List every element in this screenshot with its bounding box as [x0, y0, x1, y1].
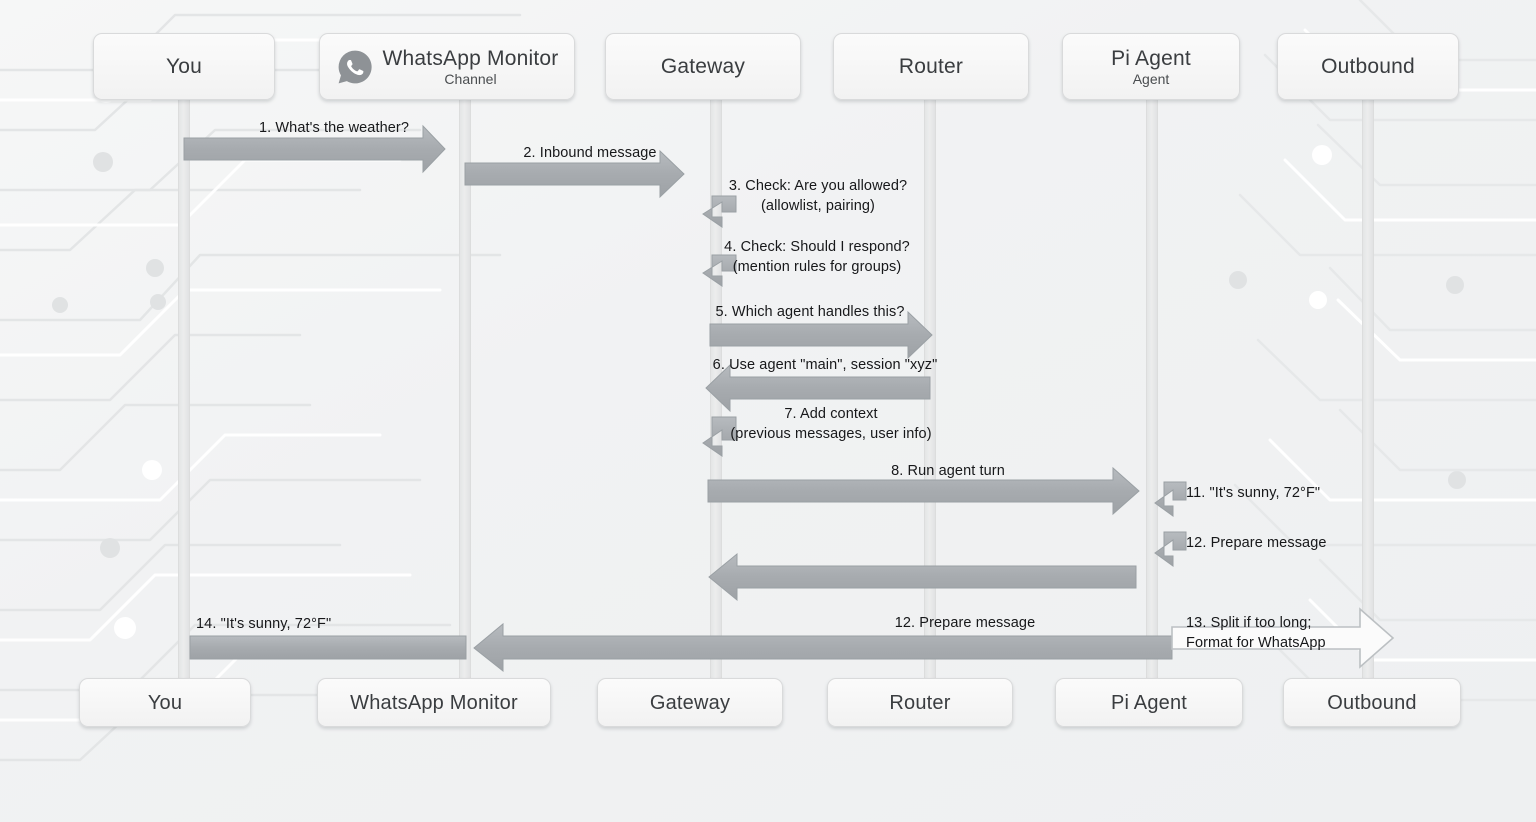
participant-you-label: You — [165, 54, 203, 78]
lifeline-outbound — [1362, 100, 1374, 680]
participant-pi-agent-sublabel: Agent — [1132, 70, 1170, 87]
lifeline-monitor — [459, 100, 471, 680]
footer-participant-router[interactable]: Router — [827, 678, 1013, 727]
lifeline-you — [178, 100, 190, 680]
participant-gateway-label: Gateway — [660, 54, 746, 78]
msg-label-6: 6. Use agent "main", session "xyz" — [712, 357, 938, 373]
arrow-msg-12b — [473, 622, 1173, 673]
participant-router[interactable]: Router — [833, 33, 1029, 100]
arrow-msg-5 — [709, 310, 933, 360]
participant-pi-agent[interactable]: Pi Agent Agent — [1062, 33, 1240, 100]
footer-participant-pi-agent-label: Pi Agent — [1110, 691, 1188, 714]
footer-participant-router-label: Router — [889, 691, 951, 714]
arrow-msg-2 — [464, 149, 685, 199]
footer-participant-pi-agent[interactable]: Pi Agent — [1055, 678, 1243, 727]
msg-label-1: 1. What's the weather? — [258, 120, 410, 136]
msg-label-7: 7. Add context (previous messages, user … — [730, 406, 932, 442]
msg-label-8: 8. Run agent turn — [891, 463, 1005, 479]
arrow-msg-13-hollow — [1171, 607, 1395, 669]
participant-outbound[interactable]: Outbound — [1277, 33, 1459, 100]
footer-participant-whatsapp-monitor-label: WhatsApp Monitor — [350, 691, 518, 714]
participant-gateway[interactable]: Gateway — [605, 33, 801, 100]
arrow-msg-12-self — [1154, 531, 1187, 567]
participant-outbound-label: Outbound — [1321, 54, 1415, 78]
arrow-msg-return-piagent-gateway — [708, 552, 1137, 602]
participant-whatsapp-monitor-label: WhatsApp Monitor — [382, 46, 559, 70]
arrow-msg-7-self — [702, 416, 737, 457]
participant-pi-agent-label: Pi Agent — [1111, 46, 1191, 70]
msg-label-4: 4. Check: Should I respond? (mention rul… — [724, 239, 910, 275]
msg-label-14: 14. "It's sunny, 72°F" — [196, 616, 332, 632]
msg-label-12b: 12. Prepare message — [894, 615, 1036, 631]
footer-participant-gateway[interactable]: Gateway — [597, 678, 783, 727]
participant-whatsapp-monitor[interactable]: WhatsApp Monitor Channel — [319, 33, 575, 100]
footer-participant-whatsapp-monitor[interactable]: WhatsApp Monitor — [317, 678, 551, 727]
footer-participant-outbound[interactable]: Outbound — [1283, 678, 1461, 727]
arrow-msg-8 — [707, 466, 1140, 516]
msg-label-2: 2. Inbound message — [523, 145, 657, 161]
arrow-msg-4-self — [702, 254, 737, 287]
msg-label-11: 11. "It's sunny, 72°F" — [1186, 485, 1321, 501]
arrow-msg-11-self — [1154, 481, 1187, 517]
arrow-msg-6 — [705, 363, 931, 413]
footer-participant-you[interactable]: You — [79, 678, 251, 727]
msg-label-3: 3. Check: Are you allowed? (allowlist, p… — [728, 178, 908, 214]
lifeline-piagent — [1146, 100, 1158, 680]
participant-router-label: Router — [898, 54, 964, 78]
msg-label-5: 5. Which agent handles this? — [715, 304, 905, 320]
arrow-msg-14 — [189, 635, 467, 660]
arrow-msg-1 — [183, 124, 446, 174]
msg-label-12: 12. Prepare message — [1186, 535, 1327, 551]
participant-whatsapp-monitor-sublabel: Channel — [444, 70, 497, 87]
arrow-msg-3-self — [702, 195, 737, 228]
footer-participant-you-label: You — [147, 691, 183, 714]
footer-participant-outbound-label: Outbound — [1327, 691, 1417, 714]
participant-you[interactable]: You — [93, 33, 275, 100]
msg-label-13: 13. Split if too long; Format for WhatsA… — [1186, 615, 1326, 651]
footer-participant-gateway-label: Gateway — [649, 691, 731, 714]
whatsapp-icon — [336, 48, 374, 86]
